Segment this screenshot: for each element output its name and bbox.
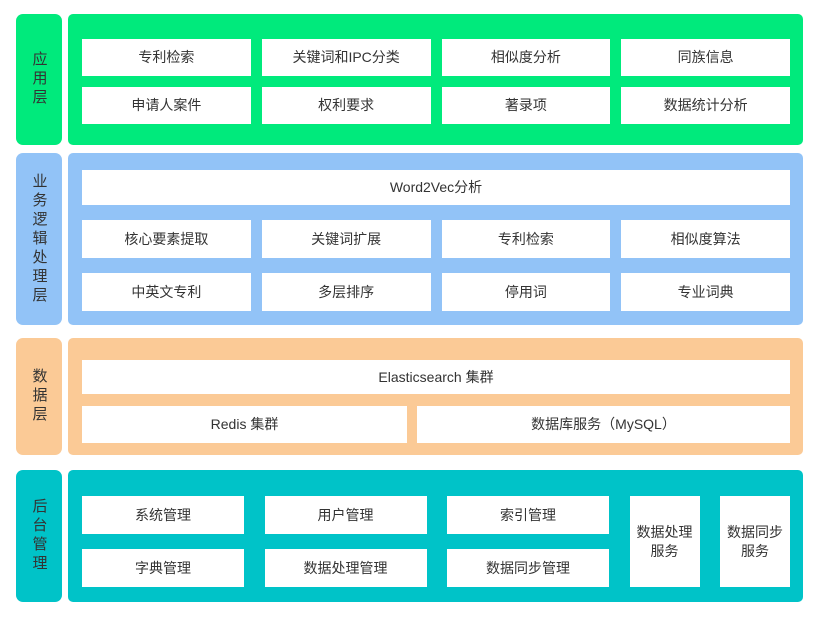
diagram-node: 关键词扩展	[261, 220, 431, 258]
diagram-node: 数据同步管理	[447, 549, 609, 587]
diagram-node: Redis 集群	[82, 406, 407, 443]
diagram-node: 著录项	[441, 87, 611, 124]
node-pair: 用户管理 数据处理管理	[264, 496, 427, 587]
diagram-node: 用户管理	[264, 496, 427, 534]
diagram-node: Word2Vec分析	[82, 170, 790, 205]
layer-data: 数据层 Elasticsearch 集群 Redis 集群 数据库服务（MySQ…	[16, 338, 803, 455]
layer-business-logic-body: Word2Vec分析 核心要素提取 关键词扩展 专利检索 相似度算法 中英文专利…	[68, 153, 803, 325]
row: Redis 集群 数据库服务（MySQL）	[82, 406, 790, 443]
layer-business-logic-label: 业务逻辑处理层	[16, 153, 62, 325]
diagram-node: 专利检索	[441, 220, 611, 258]
diagram-node: Elasticsearch 集群	[82, 360, 790, 394]
node-pair: 系统管理 字典管理	[82, 496, 244, 587]
diagram-node: 权利要求	[261, 87, 431, 124]
layer-admin-body: 系统管理 字典管理 用户管理 数据处理管理 索引管理 数据同步管理 数据处理服务…	[68, 470, 803, 602]
row: 专利检索 关键词和IPC分类 相似度分析 同族信息	[82, 39, 790, 76]
diagram-node: 多层排序	[261, 273, 431, 311]
diagram-node: 核心要素提取	[82, 220, 251, 258]
diagram-node: 专业词典	[621, 273, 790, 311]
row: 中英文专利 多层排序 停用词 专业词典	[82, 273, 790, 311]
diagram-node: 相似度算法	[621, 220, 790, 258]
layer-data-body: Elasticsearch 集群 Redis 集群 数据库服务（MySQL）	[68, 338, 803, 455]
diagram-node: 停用词	[441, 273, 611, 311]
diagram-node: 专利检索	[82, 39, 251, 76]
diagram-node: 中英文专利	[82, 273, 251, 311]
diagram-node: 数据处理管理	[264, 549, 427, 587]
diagram-node: 数据处理服务	[629, 496, 700, 587]
diagram-node: 申请人案件	[82, 87, 251, 124]
diagram-node: 同族信息	[621, 39, 790, 76]
layer-application-label: 应用层	[16, 14, 62, 145]
diagram-node: 数据同步服务	[720, 496, 790, 587]
layer-business-logic: 业务逻辑处理层 Word2Vec分析 核心要素提取 关键词扩展 专利检索 相似度…	[16, 153, 803, 325]
diagram-node: 关键词和IPC分类	[261, 39, 431, 76]
layer-admin: 后台管理 系统管理 字典管理 用户管理 数据处理管理 索引管理 数据同步管理 数…	[16, 470, 803, 602]
layer-application-body: 专利检索 关键词和IPC分类 相似度分析 同族信息 申请人案件 权利要求 著录项…	[68, 14, 803, 145]
layer-admin-label: 后台管理	[16, 470, 62, 602]
diagram-node: 字典管理	[82, 549, 244, 587]
diagram-node: 相似度分析	[441, 39, 611, 76]
node-pair: 索引管理 数据同步管理	[447, 496, 609, 587]
row: 核心要素提取 关键词扩展 专利检索 相似度算法	[82, 220, 790, 258]
diagram-node: 数据库服务（MySQL）	[417, 406, 790, 443]
layer-application: 应用层 专利检索 关键词和IPC分类 相似度分析 同族信息 申请人案件 权利要求…	[16, 14, 803, 145]
diagram-node: 索引管理	[447, 496, 609, 534]
diagram-node: 系统管理	[82, 496, 244, 534]
diagram-node: 数据统计分析	[621, 87, 790, 124]
architecture-diagram: 应用层 专利检索 关键词和IPC分类 相似度分析 同族信息 申请人案件 权利要求…	[16, 14, 803, 602]
layer-data-label: 数据层	[16, 338, 62, 455]
row: 申请人案件 权利要求 著录项 数据统计分析	[82, 87, 790, 124]
